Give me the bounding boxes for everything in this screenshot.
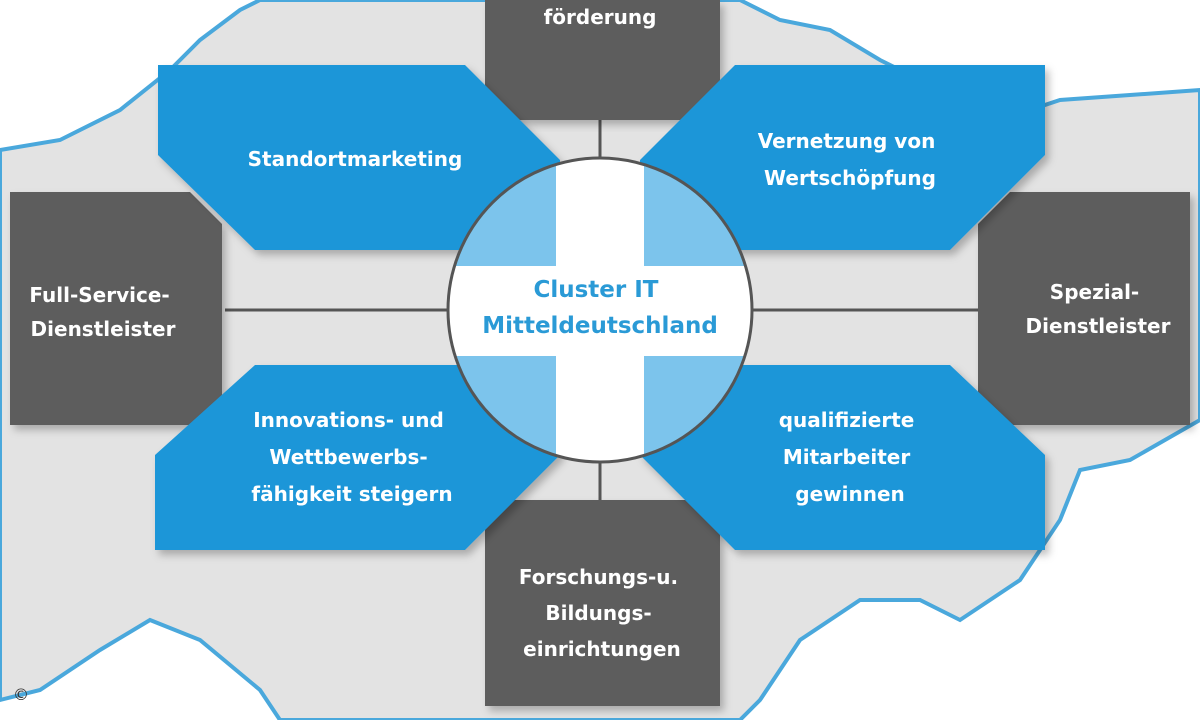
blue-box-top-right: Vernetzung von Wertschöpfung bbox=[640, 65, 1045, 250]
blue-box-top-left-shape bbox=[158, 65, 560, 250]
blue-box-bottom-left-shape bbox=[155, 365, 560, 550]
blue-box-bottom-right-shape bbox=[640, 365, 1045, 550]
blue-box-top-right-line-1: Vernetzung von bbox=[758, 129, 936, 153]
gray-box-bottom-line-3: einrichtungen bbox=[523, 637, 681, 661]
hub-ring bbox=[446, 156, 754, 464]
blue-box-bottom-right-line-2: Mitarbeiter bbox=[783, 445, 911, 469]
gray-box-top: förderung bbox=[485, 0, 720, 120]
blue-box-top-left-text: Standortmarketing bbox=[248, 147, 463, 171]
gray-box-right-line-2: Dienstleister bbox=[1026, 314, 1171, 338]
blue-box-bottom-right-line-3: gewinnen bbox=[795, 482, 905, 506]
gray-box-top-shape bbox=[485, 0, 720, 120]
gray-box-bottom: Forschungs-u. Bildungs- einrichtungen bbox=[485, 500, 720, 706]
hub-title: Cluster IT Mitteldeutschland bbox=[482, 277, 718, 339]
gray-box-left-text: Full-Service- Dienstleister bbox=[29, 283, 176, 341]
hub-title-line-2: Mitteldeutschland bbox=[482, 313, 718, 339]
gray-box-right-text: Spezial- Dienstleister bbox=[1026, 280, 1171, 338]
blue-box-bottom-left-text: Innovations- und Wettbewerbs- fähigkeit … bbox=[251, 408, 452, 506]
blue-box-top-right-line-2: Wertschöpfung bbox=[764, 166, 936, 190]
blue-box-bottom-right-text: qualifizierte Mitarbeiter gewinnen bbox=[779, 408, 922, 506]
gray-box-left-shape bbox=[10, 192, 222, 425]
gray-box-bottom-text: Forschungs-u. Bildungs- einrichtungen bbox=[519, 565, 685, 661]
gray-box-top-text: förderung bbox=[544, 5, 657, 29]
gray-box-bottom-shape bbox=[485, 500, 720, 706]
gray-box-left-line-2: Dienstleister bbox=[31, 317, 176, 341]
blue-box-bottom-left: Innovations- und Wettbewerbs- fähigkeit … bbox=[155, 365, 560, 550]
blue-box-bottom-left-line-1: Innovations- und bbox=[253, 408, 444, 432]
connector-lines bbox=[225, 120, 980, 500]
blue-box-top-right-shape bbox=[640, 65, 1045, 250]
gray-box-right-line-1: Spezial- bbox=[1050, 280, 1139, 304]
gray-box-bottom-line-1: Forschungs-u. bbox=[519, 565, 678, 589]
blue-box-bottom-right-line-1: qualifizierte bbox=[779, 408, 915, 432]
gray-box-left: Full-Service- Dienstleister bbox=[10, 192, 222, 425]
blue-box-bottom-right: qualifizierte Mitarbeiter gewinnen bbox=[640, 365, 1045, 550]
gray-box-left-line-1: Full-Service- bbox=[29, 283, 169, 307]
hub-title-line-1: Cluster IT bbox=[533, 277, 658, 303]
gray-box-right-shape bbox=[978, 192, 1190, 425]
blue-box-bottom-left-line-2: Wettbewerbs- bbox=[269, 445, 427, 469]
blue-box-bottom-left-line-3: fähigkeit steigern bbox=[251, 482, 452, 506]
blue-box-top-left-line: Standortmarketing bbox=[248, 147, 463, 171]
gray-box-right: Spezial- Dienstleister bbox=[978, 192, 1190, 425]
blue-box-top-left: Standortmarketing bbox=[158, 65, 560, 250]
gray-box-top-line: förderung bbox=[544, 5, 657, 29]
blue-box-top-right-text: Vernetzung von Wertschöpfung bbox=[758, 129, 943, 190]
gray-box-bottom-line-2: Bildungs- bbox=[545, 601, 651, 625]
copyright-symbol: © bbox=[13, 685, 29, 704]
hub: Cluster IT Mitteldeutschland bbox=[446, 156, 754, 464]
